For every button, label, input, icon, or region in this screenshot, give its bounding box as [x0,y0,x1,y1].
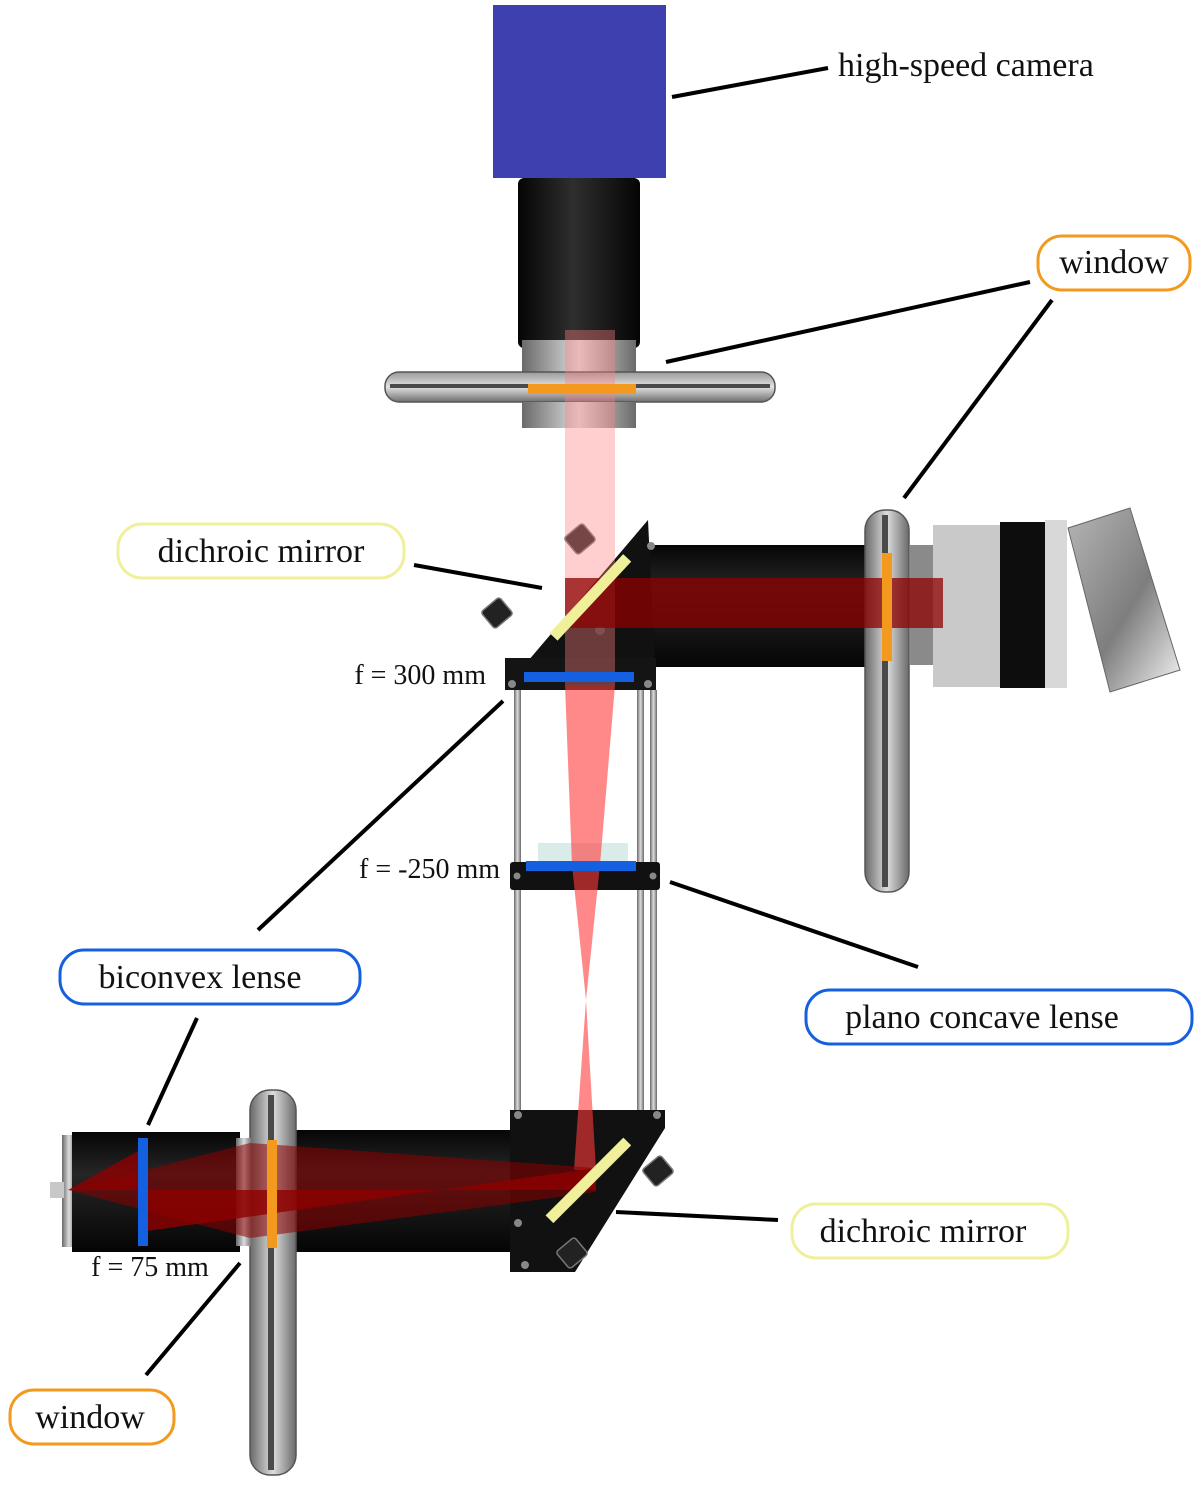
label-high-speed-camera: high-speed camera [838,47,1094,84]
upper-dichroic-marker [549,554,632,641]
label-window-top: window [1036,234,1192,292]
svg-text:dichroic mirror: dichroic mirror [820,1213,1027,1250]
svg-text:high-speed camera: high-speed camera [838,47,1094,84]
camera-lens-ring [522,340,636,372]
svg-text:f = 300 mm: f = 300 mm [354,660,486,691]
svg-text:f = 75 mm: f = 75 mm [91,1252,209,1283]
label-f250: f = -250 mm [359,854,500,885]
beam-converging [565,685,615,865]
svg-text:f = -250 mm: f = -250 mm [359,854,500,885]
label-plano-concave-lense: plano concave lense [804,988,1194,1046]
right-detector-module [910,507,1181,693]
top-window-marker [528,384,636,394]
f300-lens-marker [524,672,634,682]
svg-text:dichroic mirror: dichroic mirror [158,533,365,570]
svg-text:window: window [35,1399,145,1436]
cage-rods [514,690,657,1130]
svg-text:biconvex lense: biconvex lense [99,959,302,996]
upper-mount-knob[interactable] [564,523,597,555]
upper-mount-knob-left[interactable] [481,597,514,629]
camera-lens-barrel [518,178,640,348]
svg-text:plano concave lense: plano concave lense [845,999,1119,1036]
svg-text:window: window [1059,244,1169,281]
label-dichroic-mirror-bottom: dichroic mirror [790,1202,1070,1260]
left-window-marker [267,1140,277,1248]
label-window-bottom: window [8,1388,176,1446]
label-biconvex-lense: biconvex lense [58,948,362,1006]
label-f300: f = 300 mm [354,660,486,691]
high-speed-camera [493,5,666,372]
lower-mount-knob-bottom[interactable] [556,1237,589,1269]
camera-body [493,5,666,178]
lower-dichroic-marker [545,1137,632,1224]
beam-vertical-upper [565,330,615,685]
label-f75: f = 75 mm [91,1252,209,1283]
leader-lines [144,66,1054,1377]
label-dichroic-mirror-top: dichroic mirror [116,522,406,580]
optical-markers [138,384,892,1248]
lower-mount-knob[interactable] [642,1155,675,1187]
beam-horizontal-upper [565,578,943,628]
beam-through-cage [572,865,600,1170]
right-window-marker [882,553,892,661]
f75-lens-marker [138,1138,148,1246]
light-path [68,330,943,1238]
f250-lens-marker [526,861,636,871]
